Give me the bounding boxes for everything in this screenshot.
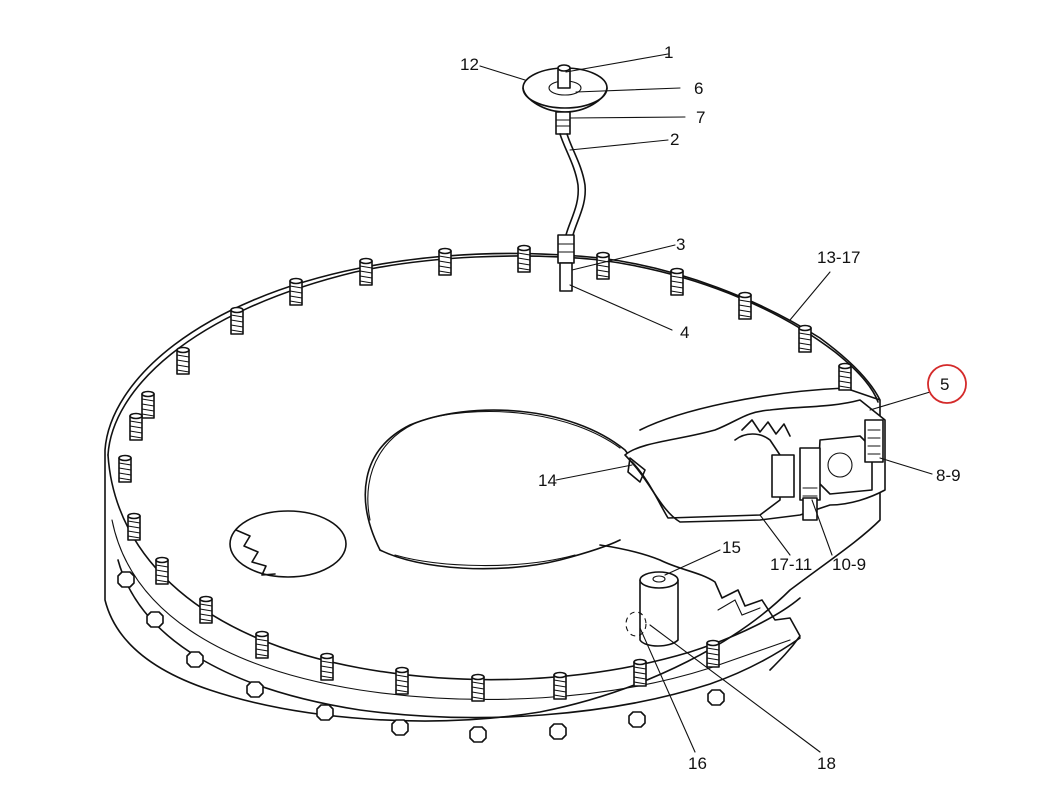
callout-5: 5	[940, 375, 949, 394]
callout-6: 6	[694, 79, 703, 98]
broken-edge	[599, 544, 801, 671]
stud	[127, 512, 141, 541]
highlight-circle	[927, 364, 967, 404]
nut	[391, 719, 409, 736]
stud	[199, 595, 213, 624]
stud	[553, 671, 567, 700]
ring-plate	[104, 252, 881, 722]
stud	[706, 639, 720, 668]
nut	[469, 726, 487, 743]
nut	[549, 723, 567, 740]
stud	[596, 251, 610, 280]
studs	[118, 244, 852, 702]
nut	[146, 611, 164, 628]
stud	[738, 291, 752, 320]
stud	[670, 267, 684, 296]
stud	[289, 277, 303, 306]
callout-17-11: 17-11	[770, 555, 812, 574]
sensor-assembly	[522, 64, 608, 292]
gear-cutout	[229, 510, 347, 578]
stud	[395, 666, 409, 695]
stud	[176, 346, 190, 375]
callout-labels: 1 12 6 7 2 3 4 13-17 5 8-9 14 15 17-11 1…	[460, 43, 961, 773]
callout-18: 18	[817, 754, 836, 773]
leader-lines	[479, 53, 933, 753]
nuts	[117, 571, 725, 743]
stud	[838, 362, 852, 391]
callout-16: 16	[688, 754, 707, 773]
nut	[186, 651, 204, 668]
stud	[517, 244, 531, 273]
callout-2: 2	[670, 130, 679, 149]
stud	[798, 324, 812, 353]
callout-13-17: 13-17	[817, 248, 860, 267]
nut	[117, 571, 135, 588]
callout-1: 1	[664, 43, 673, 62]
stud	[359, 257, 373, 286]
stud	[118, 454, 132, 483]
callout-8-9: 8-9	[936, 466, 961, 485]
stud	[155, 556, 169, 585]
callout-3: 3	[676, 235, 685, 254]
stud	[320, 652, 334, 681]
stud	[633, 658, 647, 687]
callout-12: 12	[460, 55, 479, 74]
stud	[255, 630, 269, 659]
callout-15: 15	[722, 538, 741, 557]
nut	[316, 704, 334, 721]
nut	[707, 689, 725, 706]
stud	[230, 306, 244, 335]
callout-14: 14	[538, 471, 557, 490]
dowel-pin	[625, 571, 679, 647]
nut	[628, 711, 646, 728]
callout-7: 7	[696, 108, 705, 127]
center-hole	[364, 409, 641, 570]
stud	[141, 390, 155, 419]
callout-4: 4	[680, 323, 689, 342]
stud	[129, 412, 143, 441]
stud	[438, 247, 452, 276]
cutaway-section	[624, 399, 886, 523]
nut	[246, 681, 264, 698]
callout-10-9: 10-9	[832, 555, 866, 574]
stud	[471, 673, 485, 702]
